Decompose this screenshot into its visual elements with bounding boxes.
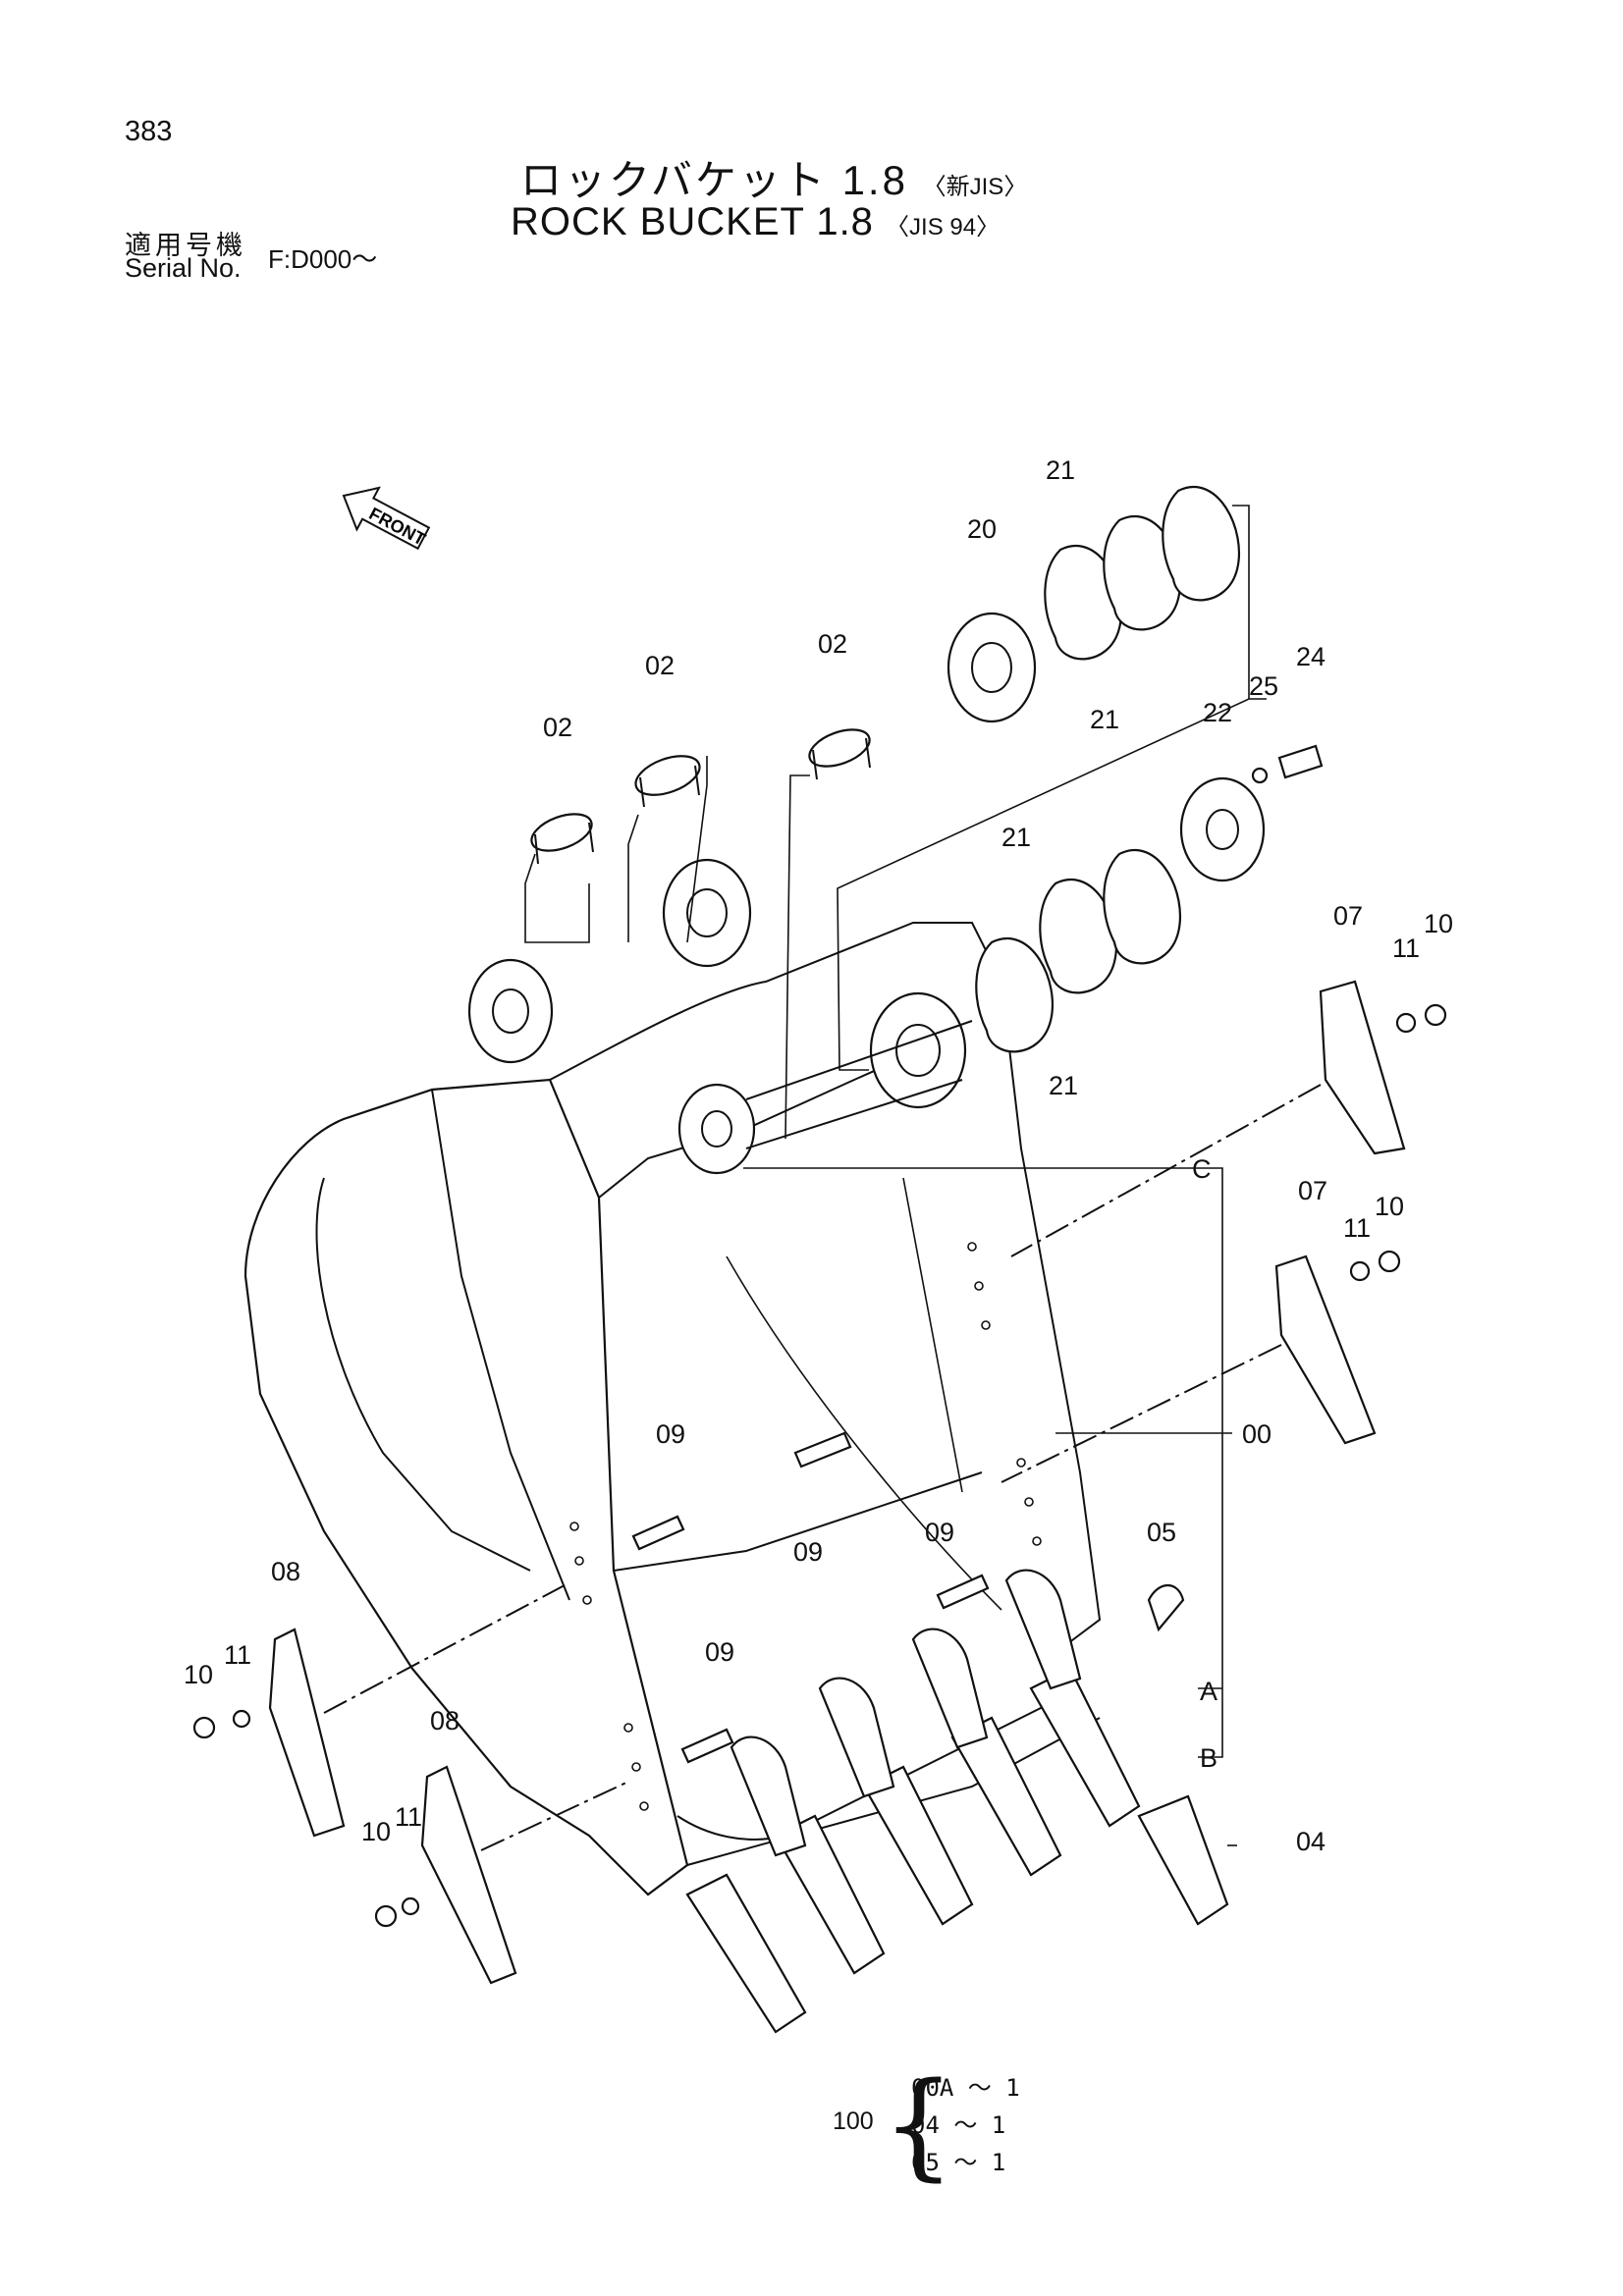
tooth-04 xyxy=(1137,1794,1229,1926)
label-04: 04 xyxy=(1296,1827,1325,1856)
title-japanese-suffix: 〈新JIS〉 xyxy=(922,174,1028,200)
title-english: ROCK BUCKET 1.8 〈JIS 94〉 xyxy=(511,200,1000,244)
boss-right-upper xyxy=(869,991,967,1109)
boss-left-lower xyxy=(677,1083,756,1175)
bushing-part xyxy=(530,728,871,865)
page-number: 383 xyxy=(125,116,173,147)
title-english-suffix: 〈JIS 94〉 xyxy=(886,214,1001,240)
label-ref-B: B xyxy=(1200,1743,1217,1773)
kit-number: 100 xyxy=(833,2108,874,2135)
bolt-24 xyxy=(1277,744,1324,779)
label-02-c: 02 xyxy=(818,629,847,659)
label-02-a: 02 xyxy=(543,713,572,742)
label-21-b: 21 xyxy=(1090,705,1119,734)
side-cutter-group xyxy=(192,980,1447,1985)
washer-25 xyxy=(1251,767,1269,784)
kit-row: 05 ～ 1 xyxy=(911,2149,1006,2176)
title-japanese-text: ロックバケット 1.8 xyxy=(520,157,908,203)
label-21-a: 21 xyxy=(1046,455,1075,485)
front-arrow-icon: FRONT xyxy=(342,486,431,551)
label-21-d: 21 xyxy=(1049,1071,1078,1100)
label-25: 25 xyxy=(1249,671,1278,701)
label-21-c: 21 xyxy=(1001,823,1031,852)
title-japanese: ロックバケット 1.8 〈新JIS〉 xyxy=(520,147,1027,207)
kit-row: 00A ～ 1 xyxy=(911,2074,1020,2102)
label-10-c: 10 xyxy=(184,1660,213,1689)
label-10-a: 10 xyxy=(1424,909,1453,938)
label-09-c: 09 xyxy=(925,1518,954,1547)
label-11-b: 11 xyxy=(1343,1213,1371,1243)
label-ref-A: A xyxy=(1200,1677,1217,1706)
label-22: 22 xyxy=(1203,698,1232,727)
pin-05 xyxy=(1147,1583,1185,1632)
serial-label-japanese: 適用号機 xyxy=(125,231,246,260)
label-11-c: 11 xyxy=(224,1640,251,1670)
label-09-b: 09 xyxy=(793,1537,823,1567)
label-24: 24 xyxy=(1296,642,1325,671)
bucket-body xyxy=(243,858,1141,2034)
label-08-b: 08 xyxy=(430,1706,460,1735)
label-07-b: 07 xyxy=(1298,1176,1327,1205)
label-05: 05 xyxy=(1147,1518,1176,1547)
label-09-a: 09 xyxy=(656,1419,685,1449)
label-20: 20 xyxy=(967,514,997,544)
label-10-d: 10 xyxy=(361,1817,391,1846)
label-11-d: 11 xyxy=(395,1802,422,1832)
title-english-text: ROCK BUCKET 1.8 xyxy=(511,200,874,243)
serial-label-english: Serial No. xyxy=(125,253,242,283)
label-02-b: 02 xyxy=(645,651,675,680)
collar-20 xyxy=(947,612,1037,723)
boss-left-upper xyxy=(467,958,554,1064)
serial-value: F:D000～ xyxy=(268,244,378,274)
kit-row: 04 ～ 1 xyxy=(911,2111,1006,2139)
plate-22 xyxy=(1179,776,1266,882)
boss-left-rear xyxy=(662,858,752,968)
label-09-d: 09 xyxy=(705,1637,734,1667)
label-08-a: 08 xyxy=(271,1557,300,1586)
label-07-a: 07 xyxy=(1333,901,1363,931)
label-11-a: 11 xyxy=(1392,934,1420,963)
label-10-b: 10 xyxy=(1375,1192,1404,1221)
label-00: 00 xyxy=(1242,1419,1271,1449)
pin-shim-group xyxy=(947,485,1324,1053)
kit-brace: { xyxy=(882,2056,956,2192)
label-ref-C: C xyxy=(1192,1154,1212,1184)
